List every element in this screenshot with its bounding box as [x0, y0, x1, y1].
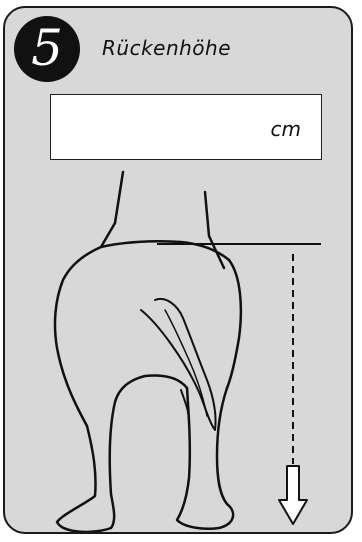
measure-arrow-down-icon [279, 466, 307, 524]
dog-tail [141, 299, 216, 430]
dog-right-flank [227, 260, 241, 388]
dog-left-leg [57, 376, 187, 532]
dog-neck-left-line [101, 172, 123, 247]
dog-back-outline [55, 247, 101, 426]
back-height-card: 5 Rückenhöhe cm [3, 6, 353, 534]
dog-neck-right-line [205, 192, 224, 268]
dog-rear-view-illustration [5, 8, 353, 534]
